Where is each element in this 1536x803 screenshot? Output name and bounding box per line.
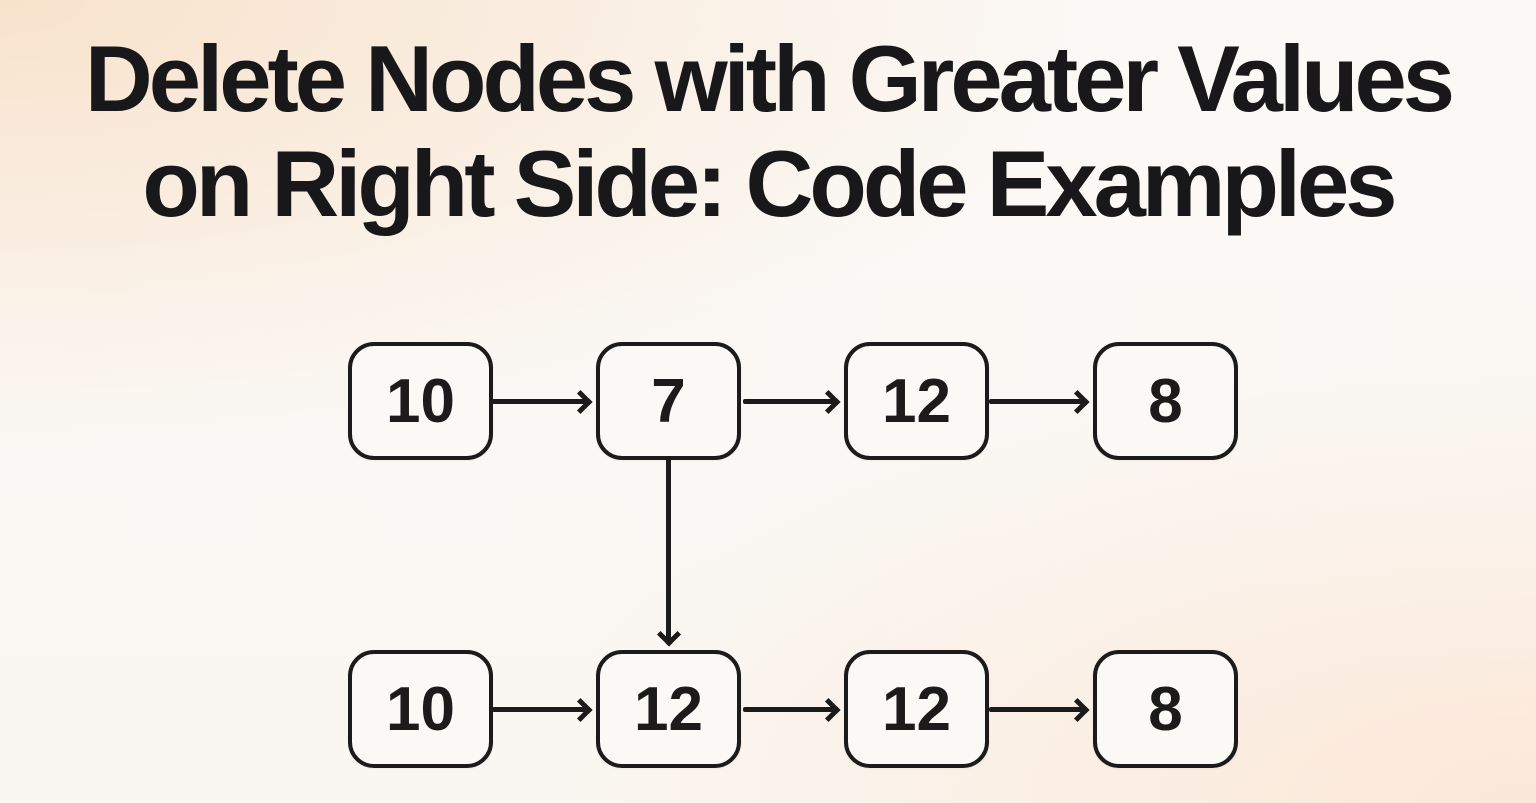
arrow-right-icon <box>989 707 1087 712</box>
node-box-result-0: 10 <box>348 650 493 768</box>
node-box-original-2: 12 <box>844 342 989 460</box>
node-value: 8 <box>1148 674 1183 744</box>
node-value: 10 <box>386 366 455 436</box>
node-value: 8 <box>1148 366 1183 436</box>
node-value: 10 <box>386 674 455 744</box>
arrow-right-icon <box>492 399 590 404</box>
page-title: Delete Nodes with Greater Values on Righ… <box>0 26 1536 237</box>
node-value: 12 <box>634 674 703 744</box>
node-box-original-0: 10 <box>348 342 493 460</box>
arrow-right-icon <box>989 399 1087 404</box>
node-box-result-3: 8 <box>1093 650 1238 768</box>
node-value: 7 <box>651 366 686 436</box>
node-value: 12 <box>882 674 951 744</box>
node-box-original-1: 7 <box>596 342 741 460</box>
node-value: 12 <box>882 366 951 436</box>
page-title-line-1: Delete Nodes with Greater Values <box>84 26 1455 131</box>
arrow-right-icon <box>743 399 838 404</box>
node-box-result-2: 12 <box>844 650 989 768</box>
arrow-down-icon <box>666 458 671 644</box>
arrow-right-icon <box>743 707 838 712</box>
node-box-original-3: 8 <box>1093 342 1238 460</box>
page-title-line-2: on Right Side: Code Examples <box>142 131 1397 237</box>
node-box-result-1: 12 <box>596 650 741 768</box>
arrow-right-icon <box>492 707 590 712</box>
